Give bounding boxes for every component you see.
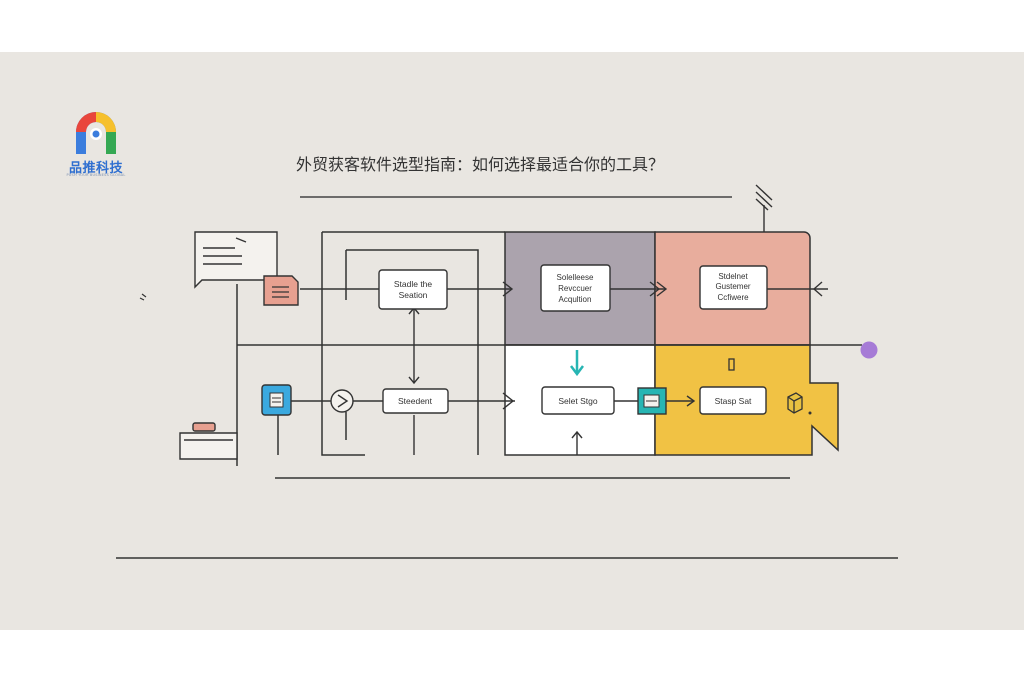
- node-box-5: [541, 386, 615, 415]
- node-box-1-line-1: Stadle the: [394, 279, 433, 289]
- folder-icon: [179, 422, 238, 460]
- cube-icon: [787, 392, 803, 414]
- small-tick: [139, 293, 147, 301]
- purple-dot: [860, 341, 878, 359]
- brand-name: 品推科技: [68, 161, 123, 176]
- node-box-2: [540, 264, 611, 312]
- blue-doc-icon: [261, 384, 292, 416]
- node-box-6: [699, 386, 767, 415]
- frame-lines: [116, 231, 898, 559]
- node-box-4: [382, 388, 449, 414]
- node-box-3: [699, 265, 768, 310]
- page-title: 外贸获客软件选型指南：如何选择最适合你的工具？: [296, 155, 665, 174]
- teal-arrow-head: [570, 365, 584, 377]
- node-box-2-line-2: Revccuer: [558, 284, 592, 293]
- node-box-3-line-3: Ccfiwere: [717, 293, 749, 302]
- teal-link-icon: [637, 387, 667, 415]
- node-box-1-line-2: Seation: [399, 290, 428, 300]
- brand-logo-icon: [76, 112, 116, 154]
- node-box-6-line-1: Stasp Sat: [715, 396, 752, 406]
- connectors: [291, 281, 828, 455]
- node-box-4-line-1: Steedent: [398, 396, 433, 406]
- document-icon: [194, 231, 278, 289]
- chat-icon: [263, 275, 299, 306]
- node-box-2-line-1: Solelleese: [557, 273, 594, 282]
- small-dot: [808, 411, 812, 415]
- node-box-3-line-1: Stdelnet: [718, 272, 748, 281]
- node-box-5-line-1: Selet Stgo: [558, 396, 597, 406]
- play-circle-icon: [330, 389, 354, 413]
- node-box-1: [378, 269, 448, 310]
- node-box-3-line-2: Gustemer: [715, 282, 750, 291]
- node-box-2-line-3: Acqultion: [559, 295, 592, 304]
- brand-tagline: PUSH YOUR BUSINESS GLOBAL: [66, 173, 126, 177]
- small-marker: [728, 358, 735, 371]
- antenna-icon: [755, 184, 773, 232]
